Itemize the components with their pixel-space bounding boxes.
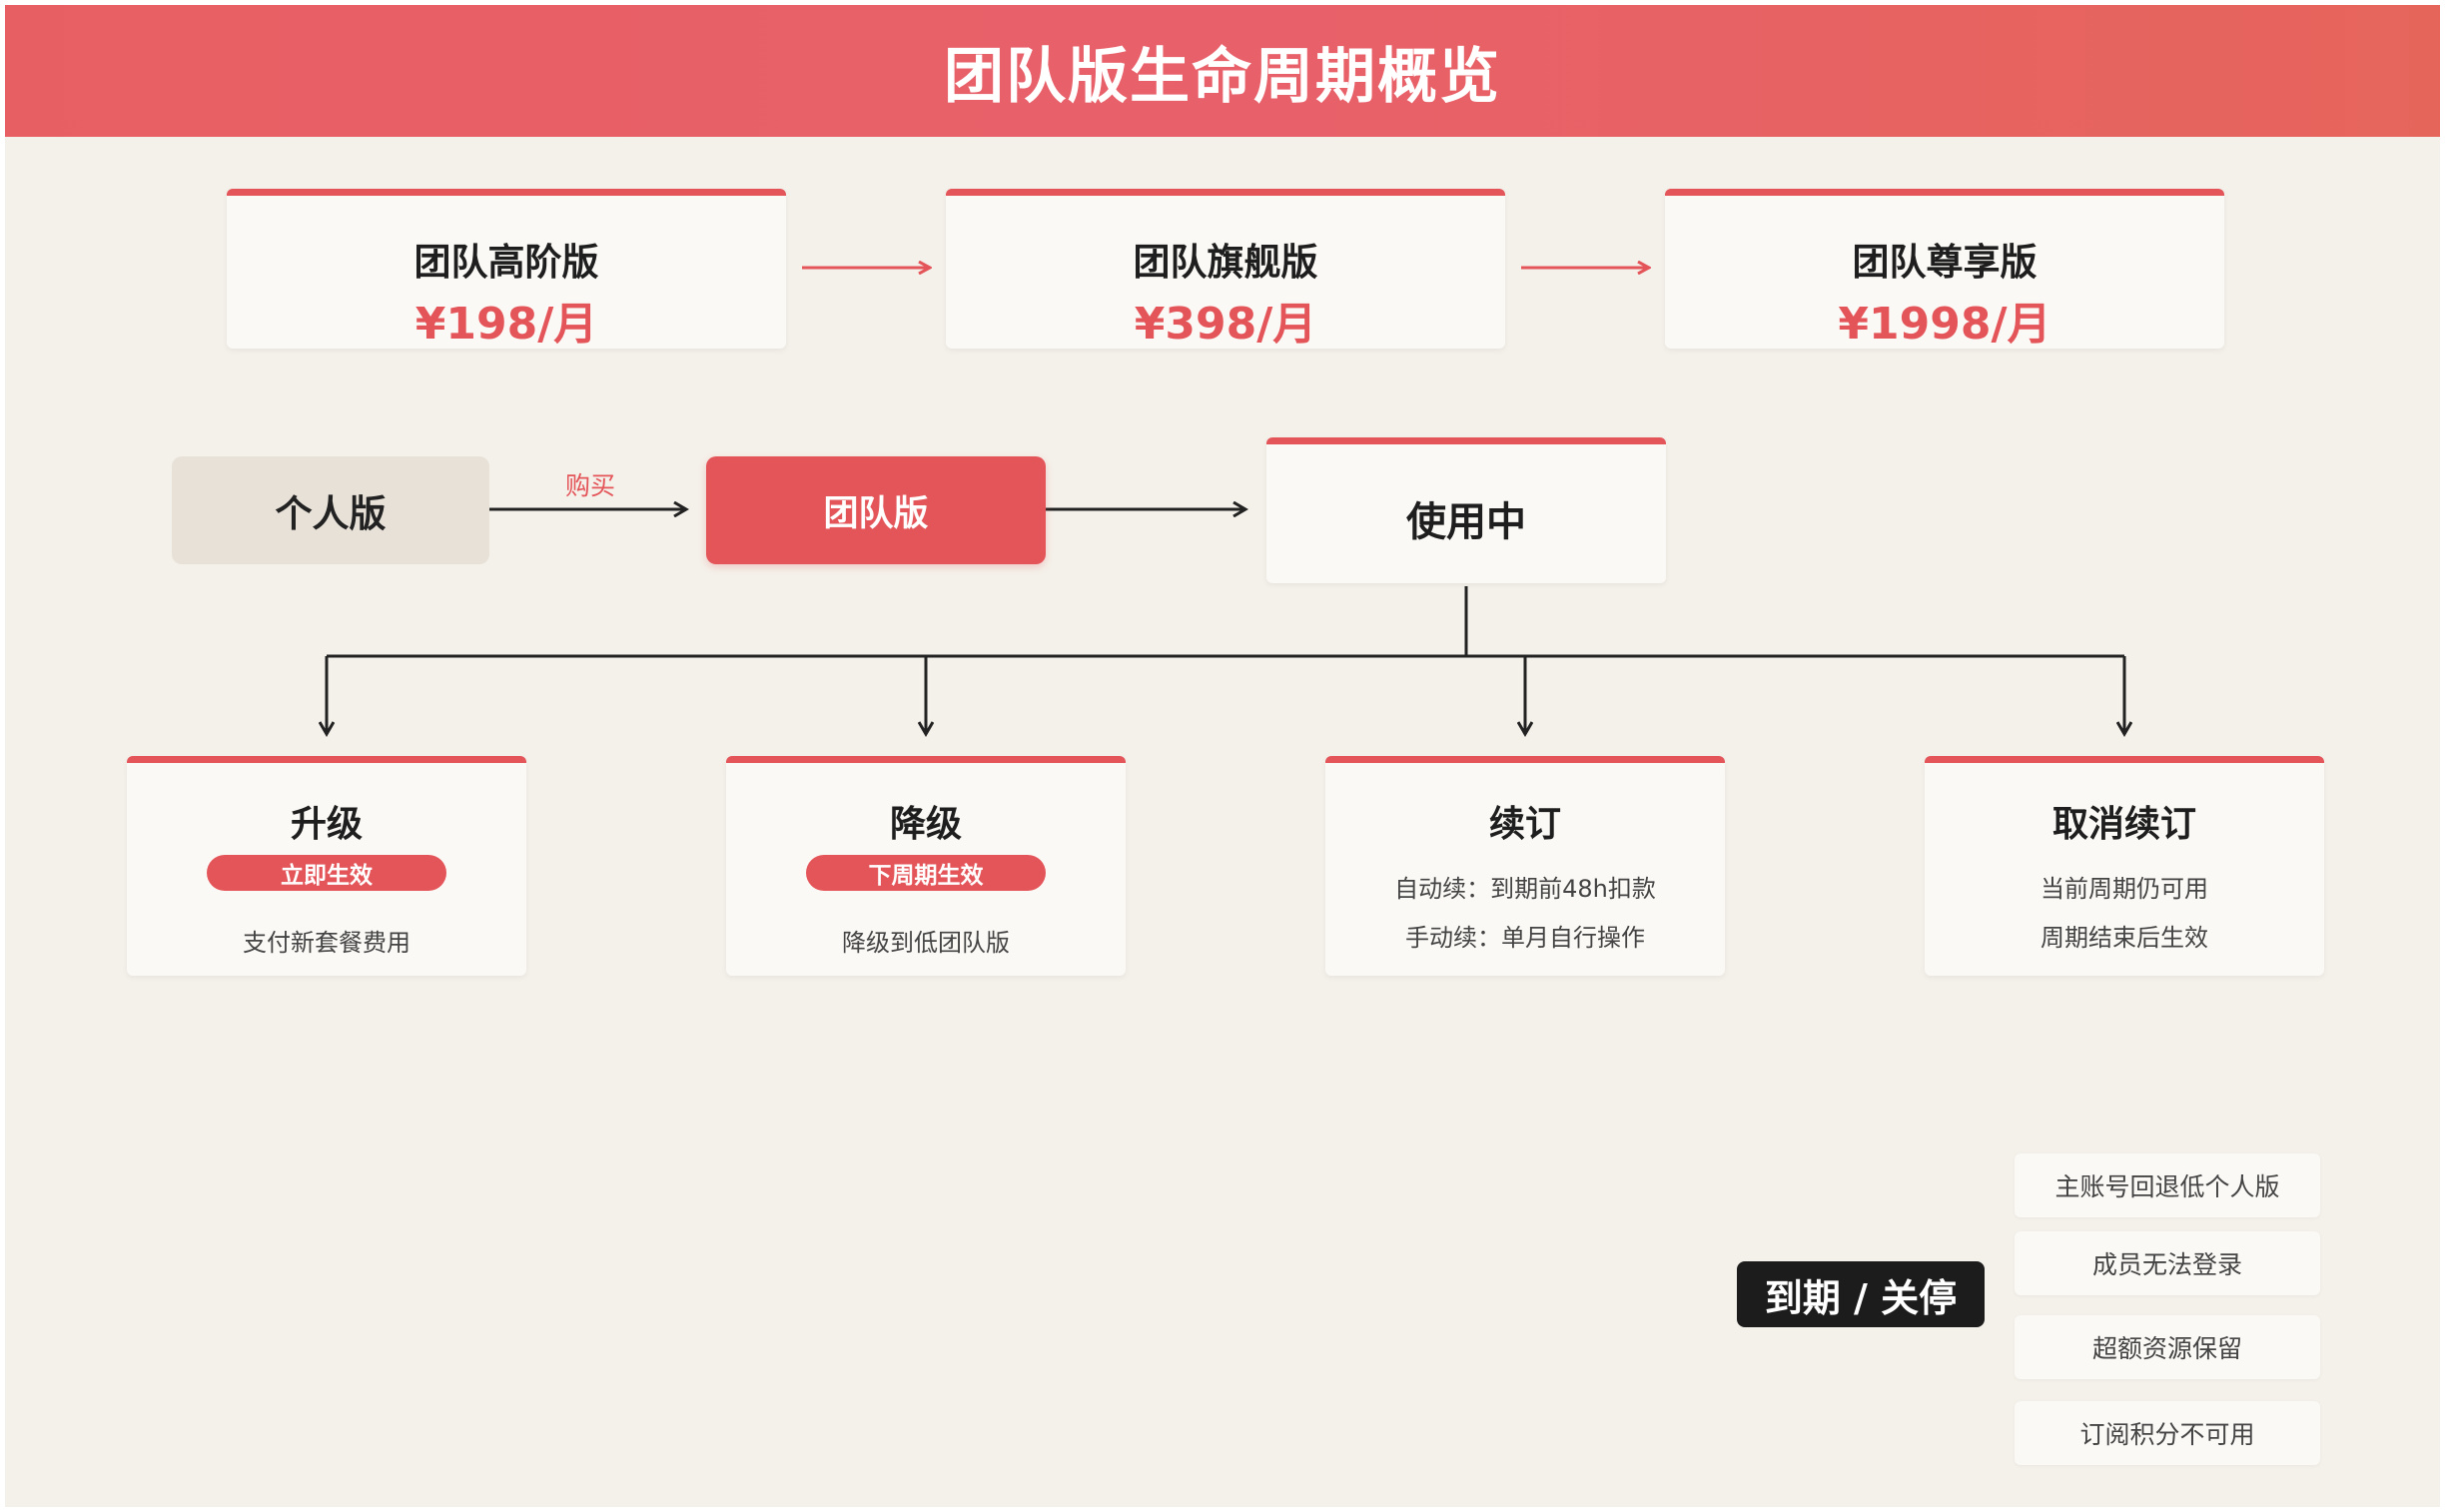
page-title: 团队版生命周期概览 bbox=[944, 41, 1501, 112]
badge-next-cycle: 下周期生效 bbox=[806, 855, 1046, 891]
expiry-result: 超额资源保留 bbox=[2015, 1315, 2320, 1379]
tier-name: 团队旗舰版 bbox=[1133, 241, 1318, 284]
in-use-label: 使用中 bbox=[1406, 499, 1526, 545]
expiry-result: 成员无法登录 bbox=[2015, 1231, 2320, 1295]
tier-name: 团队高阶版 bbox=[413, 241, 599, 284]
op-name: 升级 bbox=[290, 804, 363, 845]
op-desc: 支付新套餐费用 bbox=[243, 929, 410, 957]
in-use-node: 使用中 bbox=[1266, 437, 1666, 583]
downgrade-card: 降级 下周期生效 降级到低团队版 bbox=[726, 756, 1126, 976]
op-desc: 手动续：单月自行操作 bbox=[1405, 924, 1645, 952]
team-edition-node: 团队版 bbox=[706, 456, 1046, 564]
op-name: 取消续订 bbox=[2051, 804, 2196, 845]
op-desc: 降级到低团队版 bbox=[842, 929, 1010, 957]
personal-edition-node: 个人版 bbox=[172, 456, 489, 564]
renew-card: 续订 自动续：到期前48h扣款 手动续：单月自行操作 bbox=[1325, 756, 1725, 976]
tier-card-premium: 团队尊享版 ¥1998/月 bbox=[1665, 189, 2224, 350]
expiry-result: 主账号回退低个人版 bbox=[2015, 1153, 2320, 1217]
expiry-label: 到期 / 关停 bbox=[1737, 1261, 1985, 1327]
op-desc: 自动续：到期前48h扣款 bbox=[1394, 875, 1656, 903]
op-desc: 当前周期仍可用 bbox=[2040, 875, 2208, 903]
tier-price: ¥198/月 bbox=[414, 299, 598, 350]
upgrade-card: 升级 立即生效 支付新套餐费用 bbox=[127, 756, 526, 976]
tier-name: 团队尊享版 bbox=[1852, 241, 2038, 284]
diagram-canvas: 团队版生命周期概览 团队高阶版 ¥198/月 团队旗舰版 ¥398/月 bbox=[5, 5, 2440, 1507]
cancel-renewal-card: 取消续订 当前周期仍可用 周期结束后生效 bbox=[1925, 756, 2324, 976]
tier-card-flagship: 团队旗舰版 ¥398/月 bbox=[946, 189, 1505, 350]
op-name: 降级 bbox=[889, 804, 962, 845]
tier-card-advanced: 团队高阶版 ¥198/月 bbox=[227, 189, 786, 350]
badge-immediate: 立即生效 bbox=[207, 855, 446, 891]
op-name: 续订 bbox=[1488, 804, 1561, 845]
header-banner: 团队版生命周期概览 bbox=[5, 5, 2440, 137]
tier-price: ¥398/月 bbox=[1134, 299, 1317, 350]
op-desc: 周期结束后生效 bbox=[2040, 924, 2208, 952]
buy-label: 购买 bbox=[564, 471, 615, 500]
tier-price: ¥1998/月 bbox=[1838, 299, 2051, 350]
expiry-result: 订阅积分不可用 bbox=[2015, 1401, 2320, 1465]
connector-lines bbox=[5, 5, 2440, 1507]
